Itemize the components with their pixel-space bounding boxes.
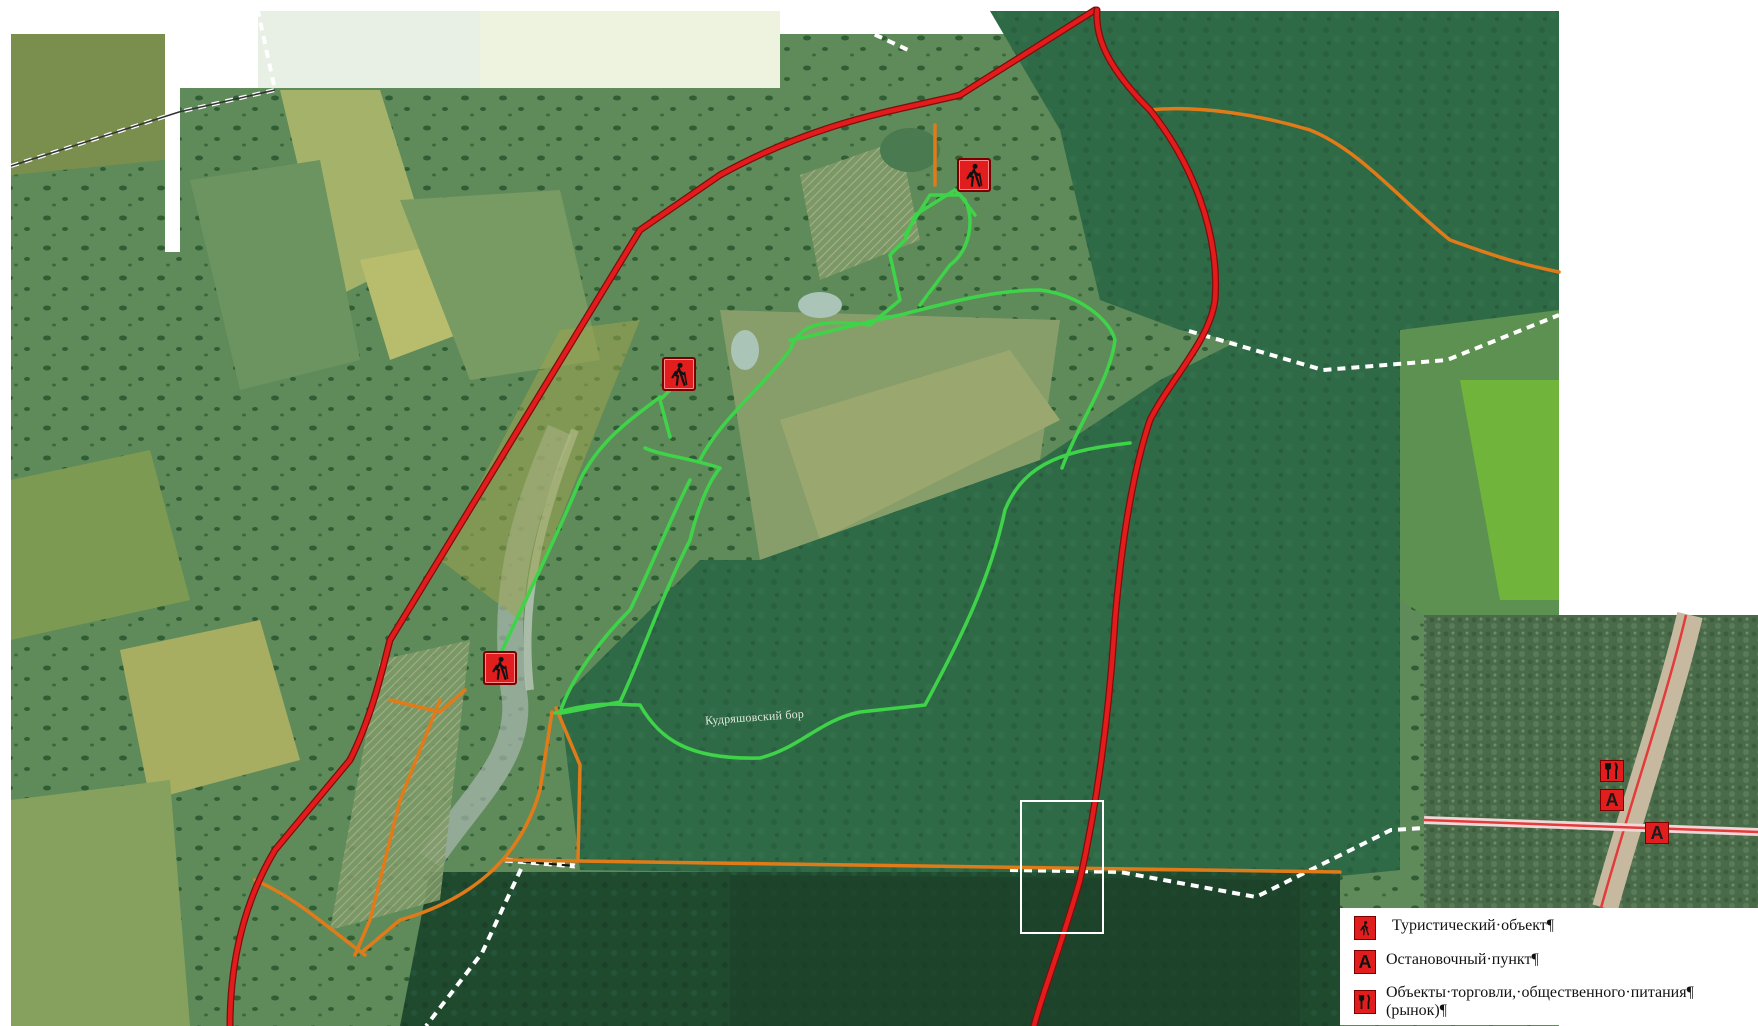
tourist-marker-middle[interactable] [662,357,696,391]
legend-row-stop: A Остановочный·пункт¶ [1340,950,1539,974]
legend-label-tourist: Туристический·объект¶ [1392,917,1554,934]
food-market-marker[interactable] [1600,760,1624,782]
bus-stop-icon: A [1354,950,1376,974]
inset-zoom-panel [1423,612,1758,912]
hiker-icon [671,362,688,386]
hiker-icon [966,163,983,187]
tourist-marker-north[interactable] [957,158,991,192]
zoom-area-frame [1020,800,1104,934]
legend-label-stop: Остановочный·пункт¶ [1386,951,1539,968]
legend-row-tourist: Туристический·объект¶ [1340,916,1554,940]
hiking-trails [498,188,1132,760]
bus-stop-marker-east[interactable]: A [1645,822,1669,844]
bus-stop-marker-north[interactable]: A [1600,789,1624,811]
secondary-roads [253,106,1561,957]
tourist-marker-south[interactable] [483,651,517,685]
legend-label-food-line1: Объекты·торговли,·общественного·питания¶ [1386,984,1694,1001]
hiker-icon [492,656,509,680]
map-legend: Туристический·объект¶ A Остановочный·пун… [1340,908,1758,1025]
fork-knife-icon [1605,762,1618,779]
fork-knife-icon [1354,990,1376,1014]
legend-label-food-line2: (рынок)¶ [1386,1002,1447,1019]
hiker-icon [1354,916,1376,940]
legend-row-food: Объекты·торговли,·общественного·питания¶… [1340,984,1694,1020]
main-roads [226,6,1220,1026]
